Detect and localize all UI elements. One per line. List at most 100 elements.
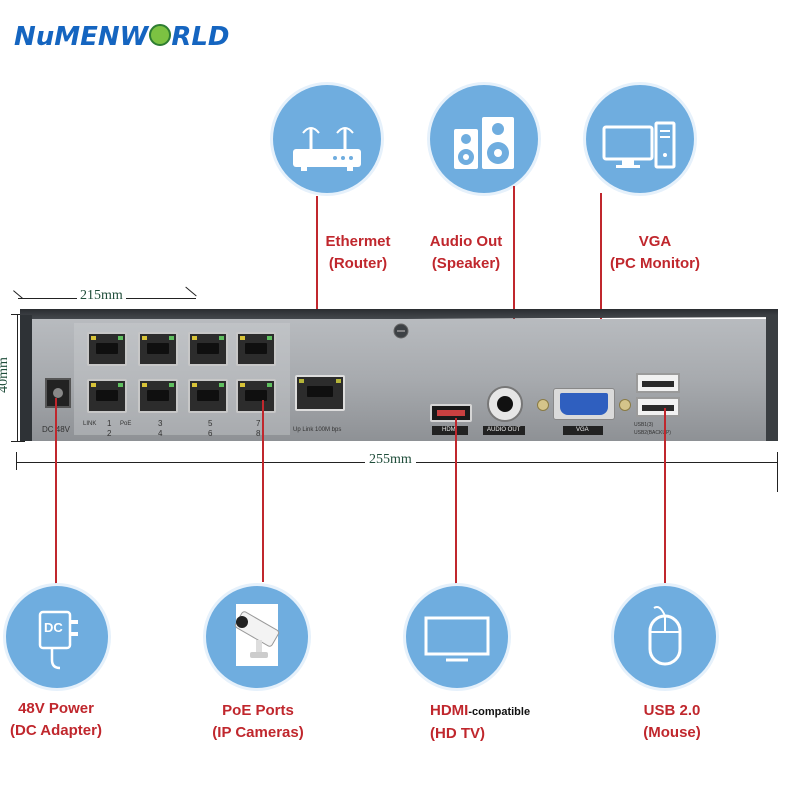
hdmi-port-inner xyxy=(437,410,465,416)
audio-jack-hole xyxy=(497,396,513,412)
poe-num-6: 6 xyxy=(208,429,213,438)
ethernet-label: Ethermet (Router) xyxy=(318,231,398,275)
dim-255-label: 255mm xyxy=(365,452,416,468)
usb-port-2[interactable] xyxy=(636,397,680,417)
vga-port-label: VGA xyxy=(576,427,589,433)
brand-logo: NuMENW RLD xyxy=(14,22,230,52)
audio-label-plate xyxy=(483,426,525,435)
poe-num-7: 7 xyxy=(256,419,261,428)
poe-port-3[interactable] xyxy=(138,332,178,366)
vga-connector-line xyxy=(600,193,602,393)
audio-out-label: AUDIO OUT xyxy=(487,427,521,433)
dc-subtitle: (DC Adapter) xyxy=(10,722,102,739)
dim-255-tick-right xyxy=(777,452,778,492)
dc-circle: DC xyxy=(6,586,108,688)
vga-label-plate xyxy=(563,426,603,435)
poe-num-2: 2 xyxy=(107,429,112,438)
speaker-circle xyxy=(430,85,538,193)
poe-num-5: 5 xyxy=(208,419,213,428)
dc-adapter-icon xyxy=(38,610,78,670)
poe-title: PoE Ports xyxy=(222,702,294,719)
poe-port-7[interactable] xyxy=(236,332,276,366)
poe-link-label: LINK xyxy=(83,421,97,427)
hdmi-connector-line xyxy=(455,418,457,586)
dim-40-tick-top xyxy=(11,314,25,315)
dim-215-label: 215mm xyxy=(77,288,126,304)
logo-text-right: RLD xyxy=(171,22,230,52)
poe-num-3: 3 xyxy=(158,419,163,428)
poe-port-4[interactable] xyxy=(138,379,178,413)
poe-num-1: 1 xyxy=(107,419,112,428)
hdmi-callout-label: HDMI-compatible (HD TV) xyxy=(430,700,530,745)
usb-subtitle: (Mouse) xyxy=(643,724,701,741)
uplink-label: Up Link 100M bps xyxy=(293,427,342,433)
vga-screw-right xyxy=(619,399,631,411)
dim-215-tick-right xyxy=(185,286,197,297)
vga-label: VGA (PC Monitor) xyxy=(600,231,710,275)
hdmi-label: HDMI xyxy=(442,427,458,433)
poe-num-4: 4 xyxy=(158,429,163,438)
usb-label-1: USB1(3) xyxy=(634,422,654,428)
tv-icon xyxy=(424,616,490,662)
vga-subtitle: (PC Monitor) xyxy=(610,255,700,272)
vga-housing xyxy=(553,388,615,420)
dc-connector-line xyxy=(55,398,57,586)
audio-connector-line xyxy=(513,186,515,388)
poe-num-8: 8 xyxy=(256,429,261,438)
vga-title: VGA xyxy=(638,233,672,250)
hdmi-title-suffix: -compatible xyxy=(468,706,531,718)
vga-socket xyxy=(560,393,608,415)
dc-title: 48V Power xyxy=(18,700,94,717)
ip-camera-icon xyxy=(234,604,280,666)
mouse-icon xyxy=(648,606,682,666)
usb-callout-label: USB 2.0 (Mouse) xyxy=(624,700,720,744)
audio-out-jack[interactable] xyxy=(487,386,523,422)
usb-connector-line xyxy=(664,408,666,586)
poe-port-1[interactable] xyxy=(87,332,127,366)
ethernet-title: Ethermet xyxy=(325,233,391,250)
usb-port-1[interactable] xyxy=(636,373,680,393)
hdmi-title: HDMI xyxy=(430,702,469,719)
dim-40-tick-bottom xyxy=(11,441,25,442)
monitor-circle xyxy=(586,85,694,193)
router-icon xyxy=(293,127,361,171)
dim-40-label: 40mm xyxy=(0,355,12,395)
logo-text-left: NuMENW xyxy=(14,22,149,52)
tv-circle xyxy=(406,586,508,688)
monitor-icon xyxy=(602,121,676,169)
globe-icon xyxy=(149,24,172,46)
dim-40-line xyxy=(17,314,18,442)
ethernet-connector-line xyxy=(316,196,318,376)
dc-callout-label: 48V Power (DC Adapter) xyxy=(0,698,112,742)
camera-circle xyxy=(206,586,308,688)
poe-port-6[interactable] xyxy=(188,379,228,413)
poe-callout-label: PoE Ports (IP Cameras) xyxy=(198,700,318,744)
usb-title: USB 2.0 xyxy=(643,702,701,719)
nvr-device: DC 48V LINK PoE 1 3 5 7 2 4 6 8 Up Link … xyxy=(20,309,778,441)
vga-port[interactable] xyxy=(537,388,631,420)
usb-label-2: USB2(BACKUP) xyxy=(634,430,671,436)
usb-2-slot xyxy=(642,405,674,411)
hdmi-label-plate xyxy=(432,426,468,435)
uplink-port[interactable] xyxy=(295,375,345,411)
hdmi-port[interactable] xyxy=(430,404,472,422)
speaker-icon xyxy=(454,117,514,169)
audio-label: Audio Out (Speaker) xyxy=(418,231,514,275)
poe-connector-line xyxy=(262,400,264,582)
dc-icon-text: DC xyxy=(44,620,63,635)
hdmi-subtitle: (HD TV) xyxy=(430,725,485,742)
poe-pwr-label: PoE xyxy=(120,421,132,427)
poe-port-5[interactable] xyxy=(188,332,228,366)
dim-255-tick-left xyxy=(16,452,17,470)
usb-1-slot xyxy=(642,381,674,387)
poe-port-2[interactable] xyxy=(87,379,127,413)
audio-title: Audio Out xyxy=(429,233,503,250)
vga-screw-left xyxy=(537,399,549,411)
dc-jack[interactable] xyxy=(45,378,71,408)
poe-port-8[interactable] xyxy=(236,379,276,413)
poe-subtitle: (IP Cameras) xyxy=(212,724,304,741)
audio-subtitle: (Speaker) xyxy=(431,255,501,272)
router-circle xyxy=(273,85,381,193)
dc-jack-pin xyxy=(53,388,63,398)
ethernet-subtitle: (Router) xyxy=(328,255,388,272)
